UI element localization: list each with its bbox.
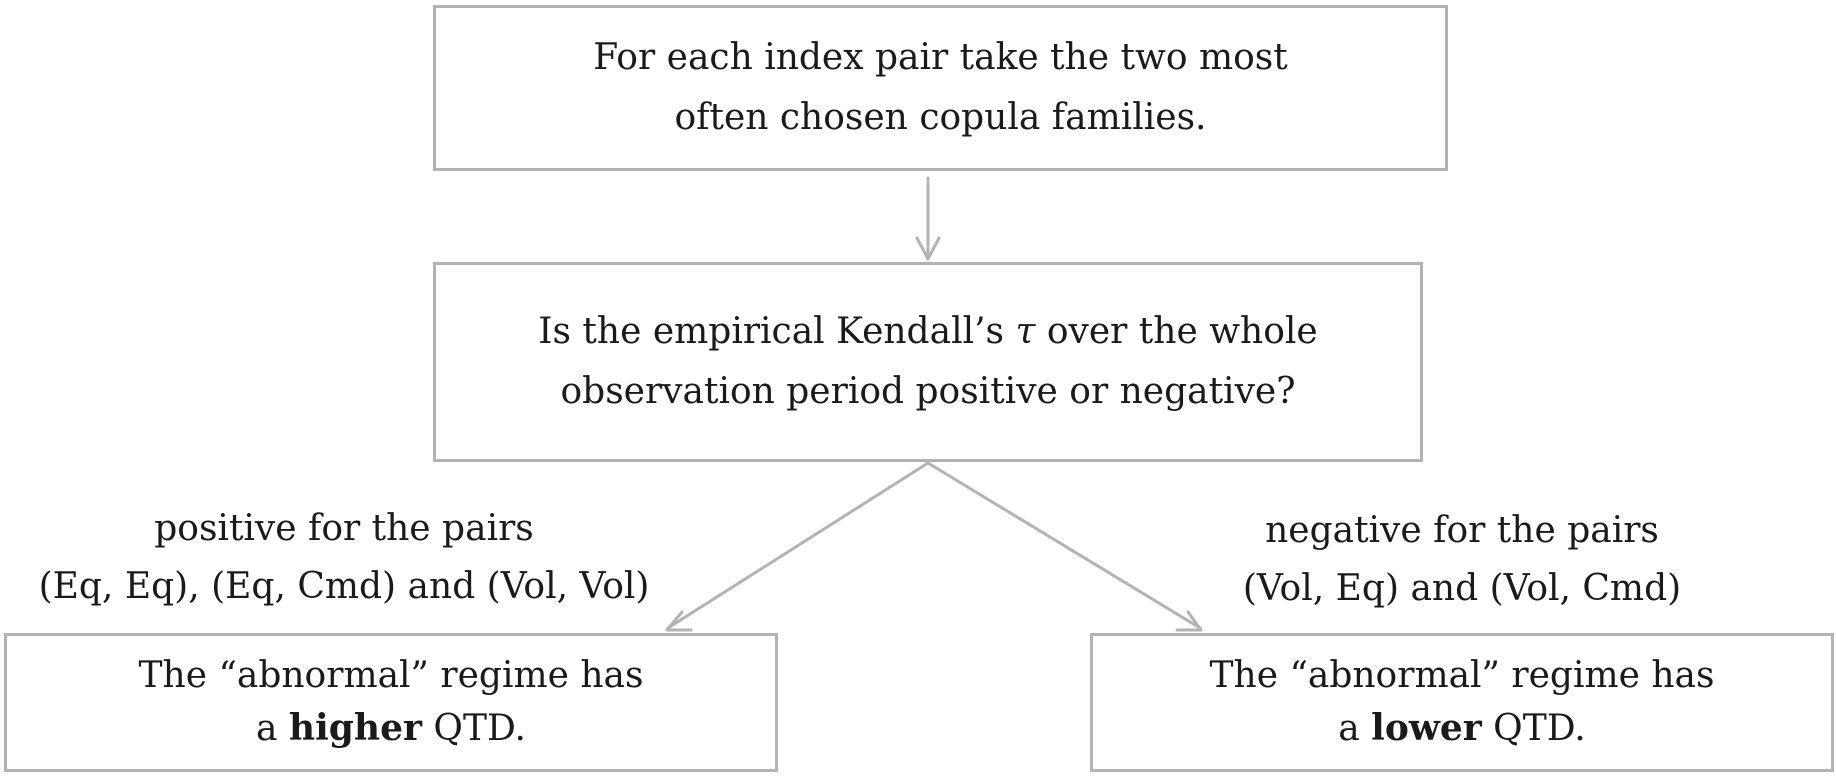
arrow-start-to-question — [915, 176, 941, 261]
start-node-line-2: often chosen copula families. — [674, 97, 1207, 138]
negative-branch-line-2: (Vol, Eq) and (Vol, Cmd) — [1242, 568, 1682, 609]
positive-result-post: QTD. — [421, 708, 526, 749]
question-node-line-1: Is the empirical Kendall’s τ over the wh… — [538, 302, 1317, 362]
negative-result-node: The “abnormal” regime has a lower QTD. — [1090, 633, 1834, 772]
positive-branch-label: positive for the pairs (Eq, Eq), (Eq, Cm… — [24, 500, 664, 616]
positive-result-pre: a — [256, 708, 289, 749]
negative-result-emphasis: lower — [1371, 707, 1482, 749]
positive-result-line-1: The “abnormal” regime has — [138, 655, 644, 696]
positive-branch-line-1: positive for the pairs — [154, 508, 534, 549]
arrow-question-to-negative — [926, 461, 1203, 632]
positive-result-line-2: a higher QTD. — [256, 702, 526, 755]
arrow-question-to-positive — [665, 461, 930, 632]
positive-branch-line-2: (Eq, Eq), (Eq, Cmd) and (Vol, Vol) — [38, 566, 650, 607]
question-text-post: over the whole — [1035, 311, 1318, 352]
question-text-pre: Is the empirical Kendall’s — [538, 311, 1016, 352]
negative-branch-line-1: negative for the pairs — [1265, 510, 1659, 551]
question-node: Is the empirical Kendall’s τ over the wh… — [433, 262, 1423, 462]
negative-result-pre: a — [1338, 708, 1372, 749]
positive-result-node: The “abnormal” regime has a higher QTD. — [4, 633, 778, 772]
question-node-line-2: observation period positive or negative? — [560, 371, 1296, 412]
negative-result-line-1: The “abnormal” regime has — [1209, 655, 1715, 696]
start-node-line-1: For each index pair take the two most — [593, 37, 1288, 78]
tau-symbol: τ — [1015, 311, 1036, 352]
negative-result-post: QTD. — [1481, 708, 1586, 749]
positive-result-emphasis: higher — [288, 707, 422, 749]
start-node: For each index pair take the two most of… — [433, 5, 1448, 171]
negative-result-line-2: a lower QTD. — [1338, 702, 1585, 755]
negative-branch-label: negative for the pairs (Vol, Eq) and (Vo… — [1232, 502, 1692, 618]
